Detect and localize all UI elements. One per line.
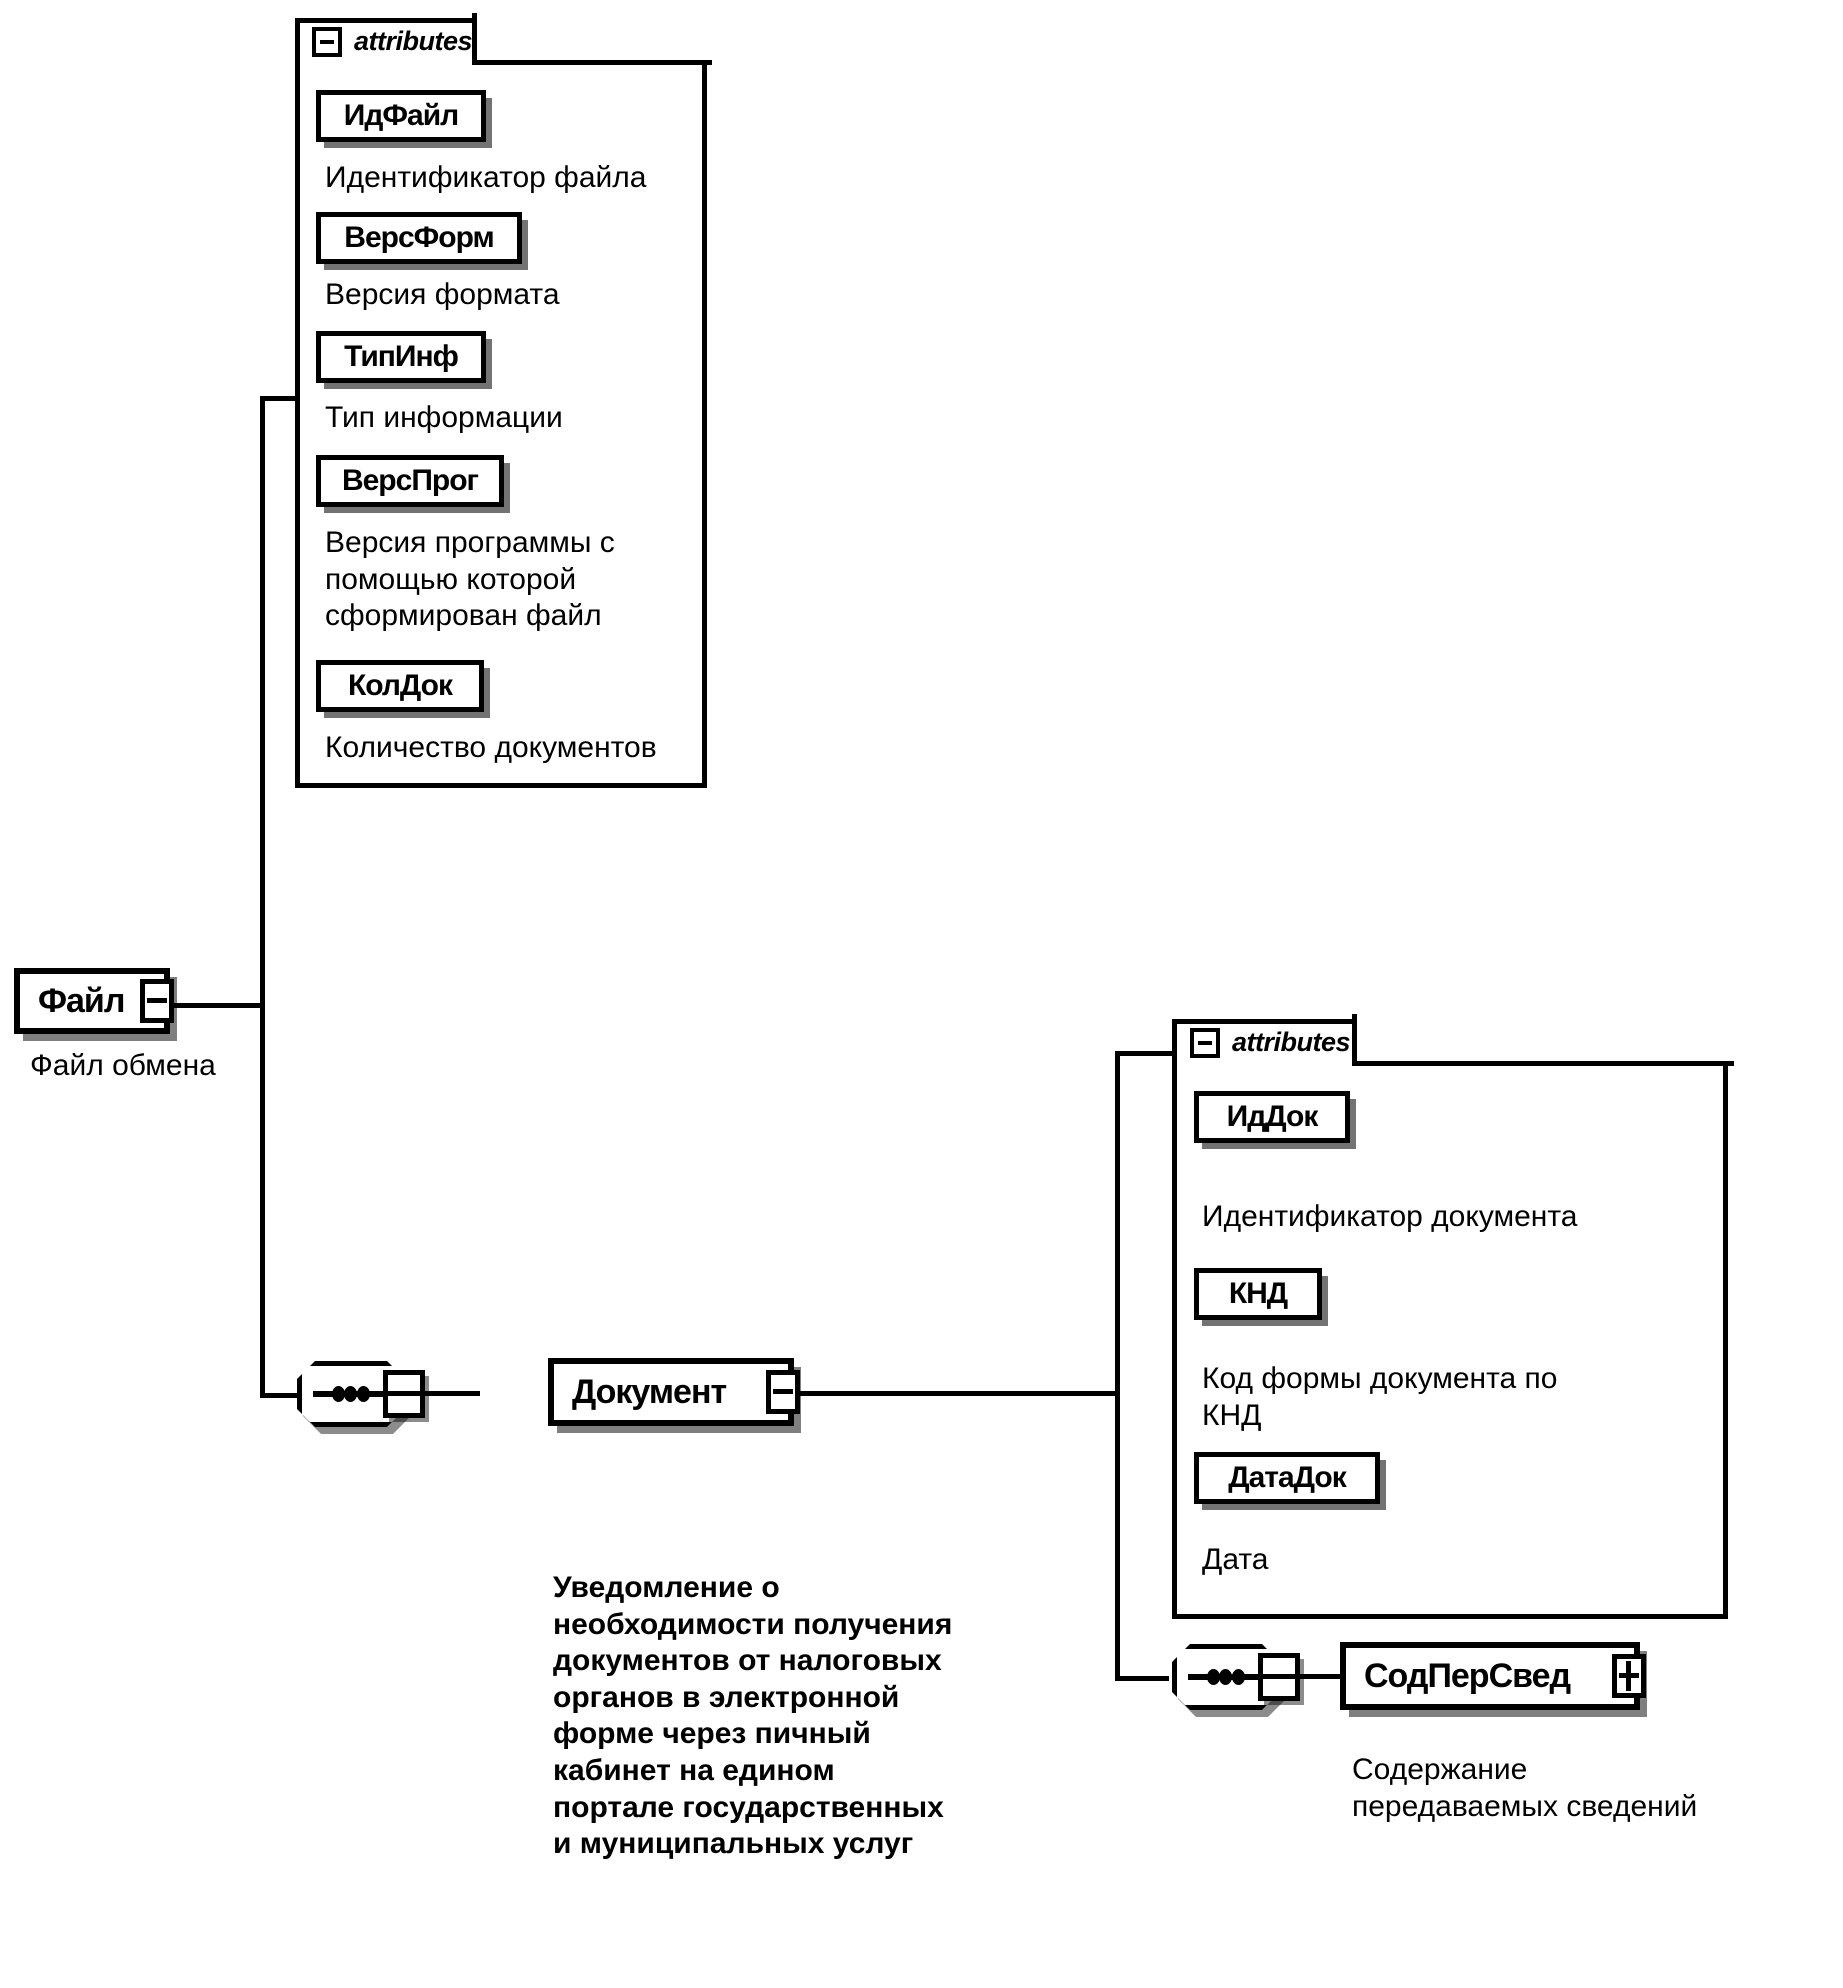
file-attributes-panel [295,18,707,788]
attribute-description-idfile: Идентификатор файла [325,161,647,194]
attribute-description-koldok: Количество документов [325,731,657,764]
connector-document-to-trunk [800,1391,1118,1396]
connector-document-trunk-to-attributes [1115,1051,1175,1056]
file-attributes-panel-notch [472,13,712,65]
attribute-name-idfile: ИдФайл [343,99,459,132]
attribute-chip-versform[interactable]: ВерсФорм [316,212,522,264]
attribute-name-versform: ВерсФорм [344,221,494,254]
element-node-document[interactable]: Документ [548,1358,794,1426]
element-caption-content: Содержание передаваемых сведений [1352,1753,1698,1823]
attribute-name-typeinfo: ТипИнф [344,340,459,373]
element-name-content: СодПерСвед [1364,1656,1571,1695]
connector-trunk-to-attributes [260,396,300,401]
document-attributes-header[interactable]: attributes [1190,1027,1351,1058]
document-attributes-label: attributes [1232,1027,1351,1057]
sequence-dots-icon [1188,1674,1264,1680]
element-node-content[interactable]: СодПерСвед [1340,1642,1640,1710]
element-caption-document: Уведомление о необходимости получения до… [553,1571,953,1861]
attribute-name-datadoc: ДатаДок [1228,1461,1347,1494]
attribute-chip-koldok[interactable]: КолДок [316,660,484,712]
sequence-stub-file[interactable] [383,1370,425,1418]
attribute-name-iddoc: ИдДок [1226,1100,1319,1133]
connector-sequence-to-document [424,1391,480,1396]
connector-trunk-vertical [260,396,265,1398]
attribute-chip-idfile[interactable]: ИдФайл [316,90,486,142]
attribute-name-koldok: КолДок [347,669,453,702]
attribute-description-knd: Код формы документа по КНД [1202,1362,1558,1432]
sequence-stub-document[interactable] [1258,1653,1300,1701]
attribute-chip-typeinfo[interactable]: ТипИнф [316,331,486,383]
attribute-chip-iddoc[interactable]: ИдДок [1194,1091,1350,1143]
attribute-description-versform: Версия формата [325,278,560,311]
element-toggle-document[interactable] [766,1370,800,1414]
element-name-file: Файл [38,981,125,1020]
collapse-minus-icon[interactable] [1190,1027,1220,1058]
attribute-chip-knd[interactable]: КНД [1194,1268,1322,1320]
connector-document-trunk-vertical [1115,1051,1120,1681]
connector-document-trunk-to-sequence [1115,1676,1169,1681]
attribute-name-knd: КНД [1228,1277,1288,1310]
attribute-chip-versprog[interactable]: ВерсПрог [316,455,504,507]
connector-sequence-to-content [1299,1674,1345,1679]
sequence-dots-icon [313,1391,389,1397]
file-attributes-header[interactable]: attributes [312,26,473,57]
sequence-dot-middle [1219,1669,1232,1685]
element-node-file[interactable]: Файл [14,968,170,1034]
element-toggle-content[interactable] [1612,1654,1646,1698]
connector-trunk-to-sequence [260,1393,312,1398]
element-name-document: Документ [572,1372,727,1411]
element-toggle-file[interactable] [140,979,174,1023]
document-attributes-panel-notch [1352,1014,1734,1066]
attribute-name-versprog: ВерсПрог [341,464,479,497]
element-caption-file: Файл обмена [30,1049,216,1082]
file-attributes-label: attributes [354,26,473,56]
collapse-minus-icon[interactable] [312,26,342,57]
connector-file-to-trunk [168,1003,264,1008]
attribute-description-datadoc: Дата [1202,1543,1269,1576]
sequence-dot-middle [344,1386,357,1402]
attribute-chip-datadoc[interactable]: ДатаДок [1194,1452,1380,1504]
attribute-description-versprog: Версия программы с помощью которой сформ… [325,526,615,633]
attribute-description-iddoc: Идентификатор документа [1202,1200,1578,1233]
attribute-description-typeinfo: Тип информации [325,401,563,434]
